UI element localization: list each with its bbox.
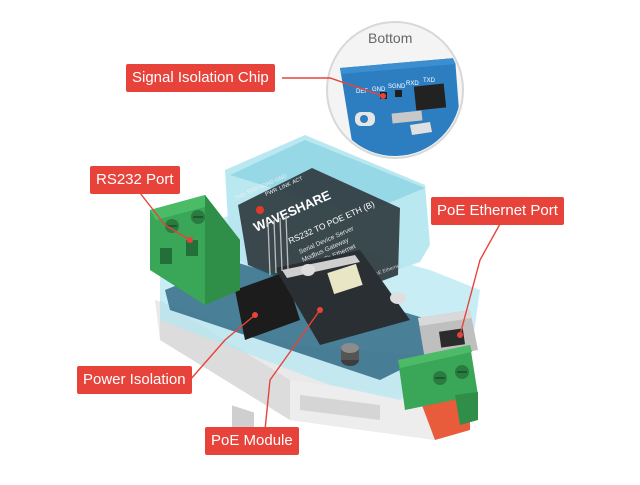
poe-module-callout: PoE Module [205, 427, 299, 455]
power-isolation-module [235, 272, 300, 340]
inset-pin-2: GND [372, 87, 386, 93]
poe-ethernet-callout: PoE Ethernet Port [431, 197, 564, 225]
inset-pin-5: TXD [423, 78, 436, 84]
signal-isolation-callout: Signal Isolation Chip [126, 64, 275, 92]
inset-pin-1: DEF [356, 89, 368, 95]
top-pin-1: TXD [234, 192, 247, 202]
ethernet-port-assembly [398, 310, 478, 425]
power-led [256, 206, 264, 214]
rs232-port-callout: RS232 Port [90, 166, 180, 194]
inset-pin-3: SGND [388, 84, 406, 90]
top-pin-4: GND [274, 173, 288, 183]
inset-pin-4: RXD [406, 81, 419, 87]
top-pin-3: SGND [258, 179, 275, 191]
rs232-terminal-block [150, 195, 240, 305]
callout-leaders [139, 77, 501, 431]
inset-title: Bottom [368, 30, 413, 46]
power-isolation-callout: Power Isolation [77, 366, 192, 394]
led-label-pwr: PWR [264, 187, 278, 198]
bottom-view-inset: DEF GND SGND RXD TXD [326, 21, 464, 159]
top-pin-2: RXD [246, 186, 259, 196]
led-label-act: ACT [291, 176, 304, 186]
led-label-link: LINK [278, 181, 292, 192]
